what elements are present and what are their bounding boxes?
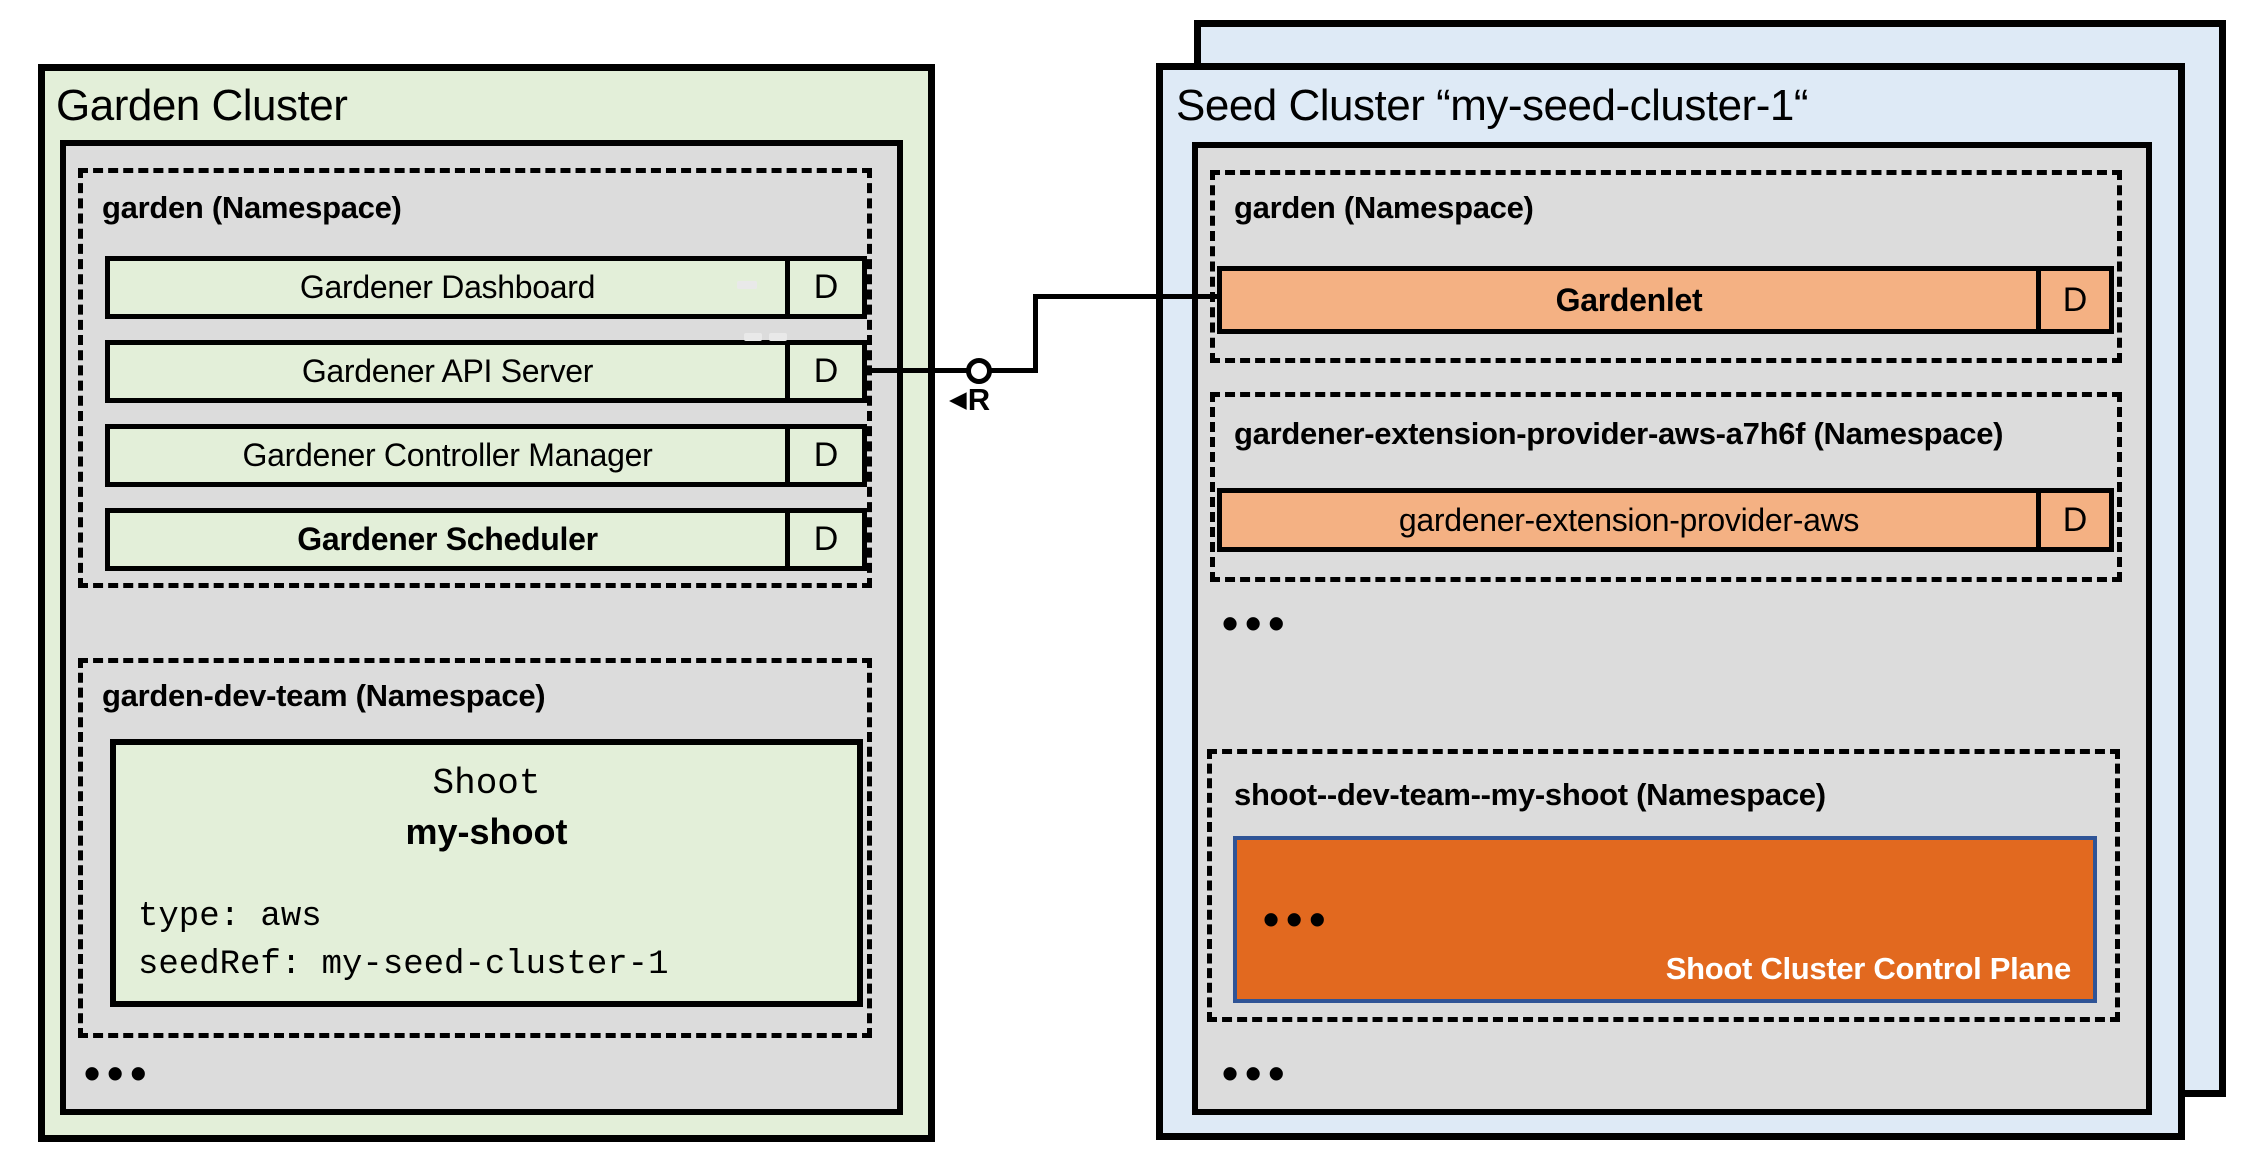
connector-line-api-server <box>867 368 967 373</box>
connector-circle-icon <box>966 358 992 384</box>
smudge-mark <box>769 333 787 341</box>
shoot-spec-seedref: seedRef: my-seed-cluster-1 <box>138 946 669 984</box>
garden-namespace-box <box>78 168 872 588</box>
component-label: Gardenlet <box>1555 281 1703 318</box>
component-gardener-api-server: Gardener API Server D <box>105 340 867 403</box>
seed-cluster-title: Seed Cluster “my-seed-cluster-1“ <box>1176 81 1808 130</box>
component-gardener-extension-provider-aws: gardener-extension-provider-aws D <box>1217 488 2114 552</box>
deployment-badge: D <box>2036 493 2109 547</box>
smudge-mark <box>737 281 757 289</box>
component-label: Gardener Controller Manager <box>242 437 653 473</box>
garden-dev-team-namespace-box <box>78 658 872 1038</box>
connector-line-mid <box>991 368 1037 373</box>
shoot-cluster-control-plane-box: ••• Shoot Cluster Control Plane <box>1233 836 2097 1003</box>
seed-cluster-ellipsis-mid: ••• <box>1222 597 1292 649</box>
extension-namespace-label: gardener-extension-provider-aws-a7h6f (N… <box>1234 416 2004 451</box>
shoot-namespace-box <box>1207 749 2120 1022</box>
component-label: Gardener Scheduler <box>297 521 598 557</box>
garden-cluster-ellipsis: ••• <box>84 1047 154 1099</box>
garden-cluster-title: Garden Cluster <box>56 81 348 130</box>
deployment-badge: D <box>785 261 862 314</box>
component-label: Gardener Dashboard <box>299 269 596 305</box>
control-plane-ellipsis: ••• <box>1263 893 1333 945</box>
shoot-resource-name: my-shoot <box>405 811 568 852</box>
shoot-namespace-label: shoot--dev-team--my-shoot (Namespace) <box>1234 777 1826 812</box>
shoot-spec-type: type: aws <box>138 898 322 936</box>
control-plane-label: Shoot Cluster Control Plane <box>1665 951 2072 986</box>
component-label: Gardener API Server <box>301 353 594 389</box>
component-label: gardener-extension-provider-aws <box>1398 501 1860 538</box>
seed-garden-namespace-box <box>1210 170 2122 363</box>
connector-line-vertical <box>1033 294 1038 373</box>
reconcile-label: R <box>967 382 991 417</box>
left-arrow-icon: ◀ <box>949 386 967 412</box>
component-gardener-scheduler: Gardener Scheduler D <box>105 508 867 571</box>
deployment-badge: D <box>785 345 862 398</box>
deployment-badge: D <box>785 513 862 566</box>
garden-dev-team-namespace-label: garden-dev-team (Namespace) <box>102 678 546 713</box>
extension-namespace-box <box>1210 392 2122 582</box>
watch-reconcile-marker: ◀ R <box>949 384 990 415</box>
smudge-mark <box>744 333 762 341</box>
garden-namespace-label: garden (Namespace) <box>102 190 402 225</box>
seed-cluster-ellipsis-bottom: ••• <box>1222 1047 1292 1099</box>
shoot-resource-box: Shoot my-shoot type: aws seedRef: my-see… <box>110 739 863 1007</box>
component-gardenlet: Gardenlet D <box>1217 266 2114 334</box>
seed-garden-namespace-label: garden (Namespace) <box>1234 190 1534 225</box>
component-gardener-controller-manager: Gardener Controller Manager D <box>105 424 867 487</box>
deployment-badge: D <box>2036 271 2109 329</box>
deployment-badge: D <box>785 429 862 482</box>
shoot-resource-kind: Shoot <box>432 763 541 804</box>
connector-line-to-gardenlet <box>1033 294 1217 299</box>
